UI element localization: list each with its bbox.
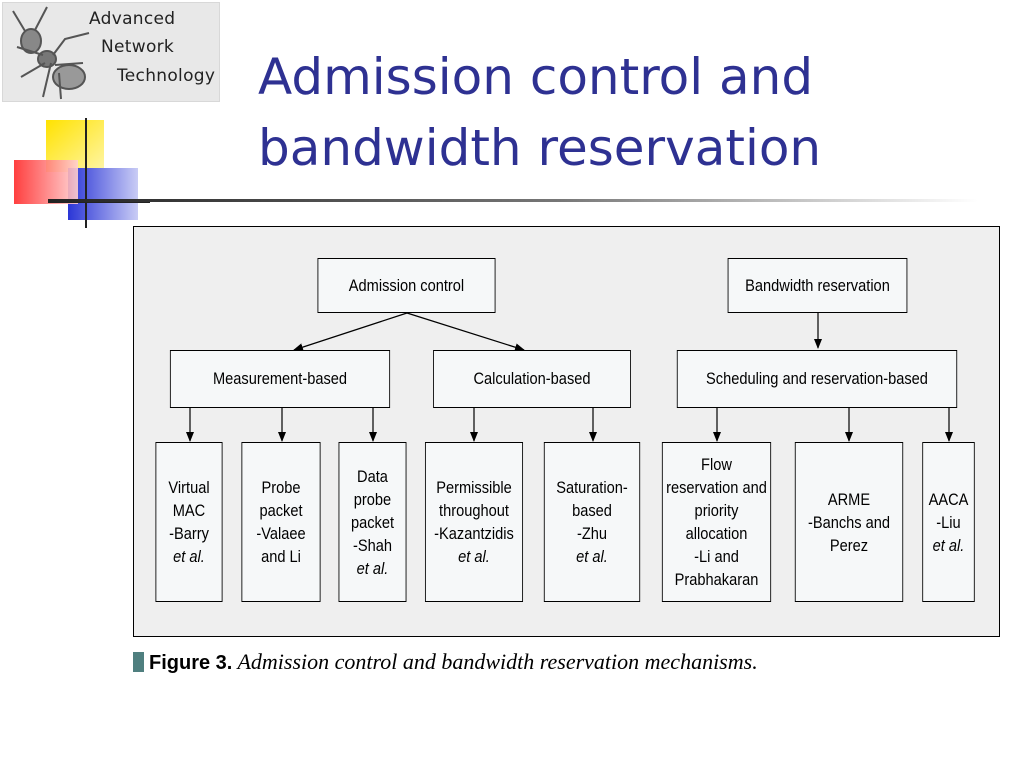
caption-text: Admission control and bandwidth reservat… xyxy=(232,649,758,674)
leaf-text: -Zhu xyxy=(576,524,608,543)
node-bandwidth-reservation: Bandwidth reservation xyxy=(727,258,908,313)
logo-text-line: Technology xyxy=(117,66,216,86)
decorative-squares xyxy=(14,118,150,228)
leaf-line: Perez xyxy=(829,535,869,555)
leaf-data-probe-packet: Data probe packet -Shah et al. xyxy=(338,442,407,602)
leaf-line: -Zhu et al. xyxy=(576,522,608,568)
leaf-arme: ARME -Banchs and Perez xyxy=(794,442,904,602)
leaf-aaca: AACA -Liu et al. xyxy=(922,442,975,602)
leaf-flow-reservation: Flow reservation and priority allocation… xyxy=(661,442,772,602)
leaf-line: -Shah xyxy=(352,535,393,555)
arrow-admission-to-measurement xyxy=(293,312,408,352)
figure-caption: Figure 3. Admission control and bandwidt… xyxy=(133,649,758,675)
caption-marker xyxy=(133,652,144,672)
leaf-line: AACA xyxy=(928,489,969,509)
leaf-line: Saturation- xyxy=(556,478,628,497)
node-admission-control: Admission control xyxy=(317,258,496,313)
leaf-line: et al. xyxy=(356,558,389,578)
title-underline xyxy=(48,199,978,202)
node-label: Measurement-based xyxy=(212,369,348,388)
logo-text-line: Advanced xyxy=(89,9,176,29)
leaf-line: probe xyxy=(353,489,392,509)
leaf-line: throughout xyxy=(439,501,509,520)
leaf-line: Probe xyxy=(261,478,301,497)
leaf-probe-packet: Probe packet -Valaee and Li xyxy=(241,442,321,602)
arrow-admission-to-calculation xyxy=(406,312,525,352)
leaf-line: et al. xyxy=(932,535,965,555)
leaf-line: Flow xyxy=(701,455,732,474)
node-label: Calculation-based xyxy=(473,369,591,388)
node-measurement-based: Measurement-based xyxy=(169,350,391,408)
leaf-line: reservation and xyxy=(666,478,767,497)
leaf-line: ARME xyxy=(827,489,871,509)
leaf-line: -Li and xyxy=(694,547,739,566)
leaf-text: et al. xyxy=(576,547,608,566)
node-scheduling-reservation-based: Scheduling and reservation-based xyxy=(676,350,958,408)
leaf-line: -Kazantzidis xyxy=(434,524,514,543)
leaf-line: packet xyxy=(350,512,395,532)
leaf-line: Prabhakaran xyxy=(674,570,759,589)
leaf-line: Permissible xyxy=(436,478,512,497)
page-title: Admission control and bandwidth reservat… xyxy=(258,42,998,184)
node-calculation-based: Calculation-based xyxy=(433,350,631,408)
leaf-line: and Li xyxy=(261,547,301,566)
leaf-line: Data xyxy=(357,466,388,486)
leaf-line: -Liu xyxy=(936,512,961,532)
leaf-virtual-mac: Virtual MAC -Barry et al. xyxy=(155,442,223,602)
leaf-line: based xyxy=(572,501,612,520)
leaf-line: -Barry xyxy=(169,524,209,543)
leaf-line: Virtual xyxy=(168,478,210,497)
node-label: Scheduling and reservation-based xyxy=(706,369,928,388)
leaf-line: -Banchs and xyxy=(807,512,891,532)
logo-text-line: Network xyxy=(101,37,175,57)
ant-icon xyxy=(12,6,90,100)
node-label: Admission control xyxy=(348,275,465,295)
leaf-permissible-throughout: Permissible throughout -Kazantzidis et a… xyxy=(424,442,524,602)
caption-label: Figure 3. xyxy=(149,652,233,674)
leaf-line: et al. xyxy=(173,547,205,566)
diagram-figure: Admission control Bandwidth reservation … xyxy=(133,226,1000,637)
node-label: Bandwidth reservation xyxy=(745,275,890,295)
leaf-saturation-based: Saturation- based -Zhu et al. xyxy=(543,442,641,602)
leaf-line: MAC xyxy=(172,501,206,520)
leaf-line: allocation xyxy=(685,524,748,543)
leaf-line: packet xyxy=(259,501,303,520)
leaf-line: priority xyxy=(694,501,739,520)
diagram-connectors xyxy=(186,312,953,442)
leaf-line: -Valaee xyxy=(256,524,306,543)
title-line-2: bandwidth reservation xyxy=(258,119,822,177)
leaf-line: et al. xyxy=(458,547,490,566)
logo: Advanced Network Technology xyxy=(2,2,220,102)
title-line-1: Admission control and xyxy=(258,48,814,106)
